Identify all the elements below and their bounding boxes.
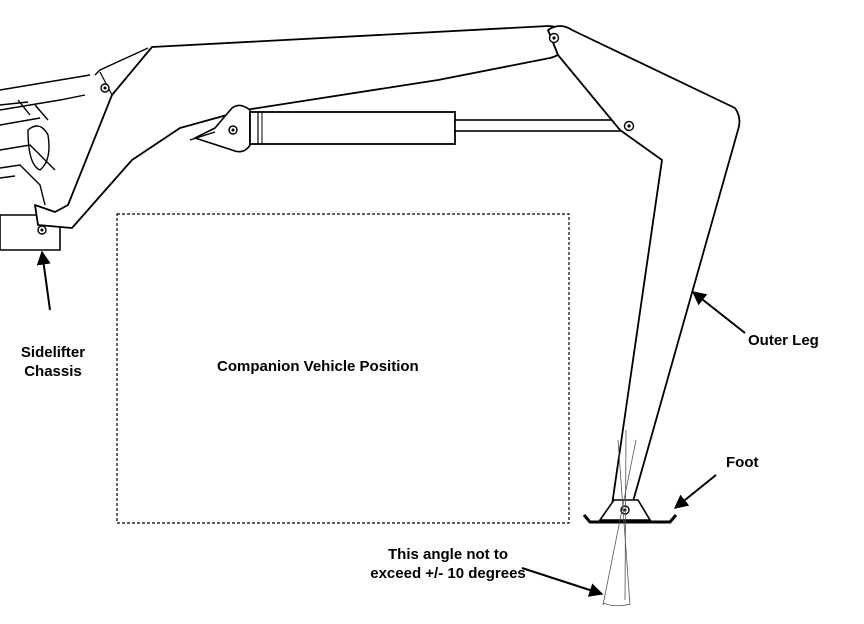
angle-guide	[602, 429, 637, 607]
outer-leg-label: Outer Leg	[748, 332, 819, 349]
foot-arrow	[673, 474, 717, 509]
companion-label: Companion Vehicle Position	[217, 358, 419, 375]
angle-label-line1: This angle not to	[388, 546, 508, 563]
outer-leg-arrow	[691, 291, 746, 334]
chassis-label-line2: Chassis	[24, 363, 82, 380]
chassis-label: Sidelifter Chassis	[13, 343, 93, 381]
outer-leg	[547, 25, 741, 506]
chassis-label-line1: Sidelifter	[20, 344, 86, 361]
hydraulic-cylinder	[189, 104, 621, 153]
companion-vehicle-box	[116, 213, 570, 524]
angle-label-line2: exceed +/- 10 degrees	[370, 565, 526, 582]
chassis-arrow	[36, 250, 51, 311]
angle-label: This angle not to exceed +/- 10 degrees	[358, 545, 538, 583]
left-machinery	[0, 74, 91, 206]
foot-label: Foot	[726, 454, 759, 471]
foot	[582, 499, 678, 524]
angle-arrow	[521, 567, 604, 597]
